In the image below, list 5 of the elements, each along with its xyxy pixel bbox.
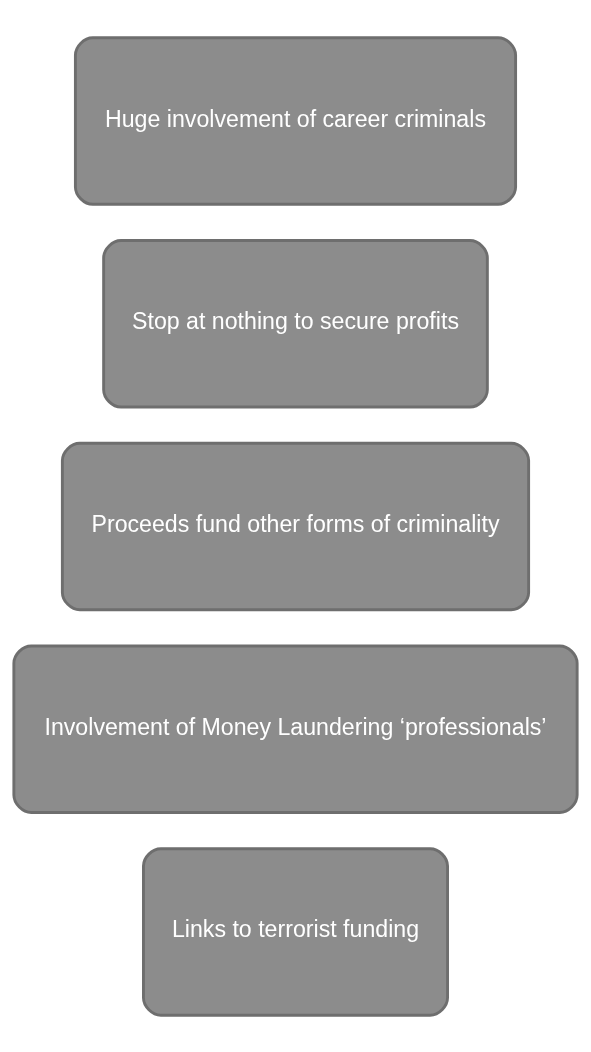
node-box: Links to terrorist funding <box>142 846 449 1017</box>
node-box: Huge involvement of career criminals <box>73 35 518 206</box>
node-box: Stop at nothing to secure profits <box>102 238 489 408</box>
node-box: Proceeds fund other forms of criminality <box>60 441 531 611</box>
node-box: Involvement of Money Laundering ‘professionals’ <box>12 644 579 814</box>
